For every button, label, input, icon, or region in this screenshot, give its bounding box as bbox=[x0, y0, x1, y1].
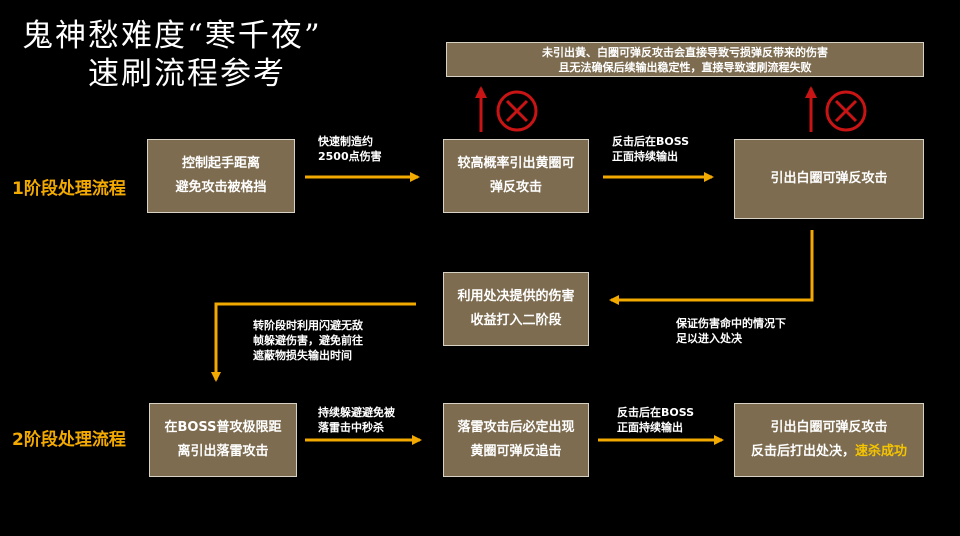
note-line: 2500点伤害 bbox=[318, 150, 382, 163]
step-text: 引出白圈可弹反攻击 bbox=[770, 171, 888, 186]
note-counter-output-2: 反击后在BOSS 正面持续输出 bbox=[617, 405, 694, 435]
warning-box: 未引出黄、白圈可弹反攻击会直接导致亏损弹反带来的伤害 且无法确保后续输出稳定性，… bbox=[446, 42, 924, 77]
note-line: 正面持续输出 bbox=[612, 150, 678, 163]
note-line: 转阶段时利用闪避无敌 bbox=[253, 319, 363, 332]
step-text: 收益打入二阶段 bbox=[470, 313, 562, 328]
step-text: 避免攻击被格挡 bbox=[175, 180, 267, 195]
note-line: 持续躲避避免被 bbox=[318, 406, 395, 419]
step-control-distance: 控制起手距离 避免攻击被格挡 bbox=[147, 139, 295, 213]
warning-line-1: 未引出黄、白圈可弹反攻击会直接导致亏损弹反带来的伤害 bbox=[542, 46, 828, 59]
title-line-1: 鬼神愁难度“寒千夜” bbox=[22, 18, 322, 54]
title-line-2: 速刷流程参考 bbox=[88, 56, 286, 92]
step-text: 离引出落雷攻击 bbox=[177, 444, 269, 459]
note-line: 反击后在BOSS bbox=[617, 406, 695, 419]
step-text: 引出白圈可弹反攻击 bbox=[770, 420, 888, 435]
arrow-b3-b4 bbox=[609, 230, 814, 305]
arrow-b4-b5 bbox=[211, 302, 416, 382]
warning-line-2: 且无法确保后续输出稳定性，直接导致速刷流程失败 bbox=[558, 61, 812, 74]
note-line: 正面持续输出 bbox=[617, 421, 683, 434]
note-avoid-lightning: 持续躲避避免被 落雷击中秒杀 bbox=[318, 405, 395, 435]
step-execution-phase2: 利用处决提供的伤害 收益打入二阶段 bbox=[443, 272, 589, 346]
step-text-highlight: 速杀成功 bbox=[855, 444, 908, 459]
step-text: 落雷攻击后必定出现 bbox=[457, 420, 575, 435]
step-text: 控制起手距离 bbox=[181, 156, 260, 171]
fail-cross-icon-right bbox=[825, 90, 867, 132]
note-dodge-transition: 转阶段时利用闪避无敌 帧躲避伤害，避免前往 遮蔽物损失输出时间 bbox=[253, 318, 363, 363]
step-text: 在BOSS普攻极限距 bbox=[164, 420, 282, 435]
stage-1-label: 1阶段处理流程 bbox=[12, 179, 126, 199]
note-line: 快速制造约 bbox=[318, 135, 373, 148]
step-final-kill: 引出白圈可弹反攻击 反击后打出处决，速杀成功 bbox=[734, 403, 924, 477]
step-lightning-followup: 落雷攻击后必定出现 黄圈可弹反追击 bbox=[443, 403, 589, 477]
note-line: 落雷击中秒杀 bbox=[318, 421, 384, 434]
fail-cross-icon-left bbox=[496, 90, 538, 132]
step-text: 利用处决提供的伤害 bbox=[457, 289, 575, 304]
step-text-part: 反击后打出处决， bbox=[750, 444, 855, 459]
note-ensure-hit: 保证伤害命中的情况下 足以进入处决 bbox=[676, 316, 786, 346]
note-line: 保证伤害命中的情况下 bbox=[676, 317, 786, 330]
note-line: 反击后在BOSS bbox=[612, 135, 690, 148]
step-text: 较高概率引出黄圈可 bbox=[457, 156, 575, 171]
note-line: 足以进入处决 bbox=[676, 332, 742, 345]
note-fast-damage: 快速制造约 2500点伤害 bbox=[318, 134, 382, 164]
step-text: 反击后打出处决，速杀成功 bbox=[751, 440, 907, 464]
step-text: 黄圈可弹反追击 bbox=[470, 444, 562, 459]
stage-2-label: 2阶段处理流程 bbox=[12, 430, 126, 450]
note-counter-output-1: 反击后在BOSS 正面持续输出 bbox=[612, 134, 689, 164]
step-lightning-bait: 在BOSS普攻极限距 离引出落雷攻击 bbox=[149, 403, 297, 477]
note-line: 帧躲避伤害，避免前往 bbox=[253, 334, 363, 347]
step-yellow-circle: 较高概率引出黄圈可 弹反攻击 bbox=[443, 139, 589, 213]
note-line: 遮蔽物损失输出时间 bbox=[253, 349, 352, 362]
step-white-circle: 引出白圈可弹反攻击 bbox=[734, 139, 924, 219]
step-text: 弹反攻击 bbox=[489, 180, 542, 195]
